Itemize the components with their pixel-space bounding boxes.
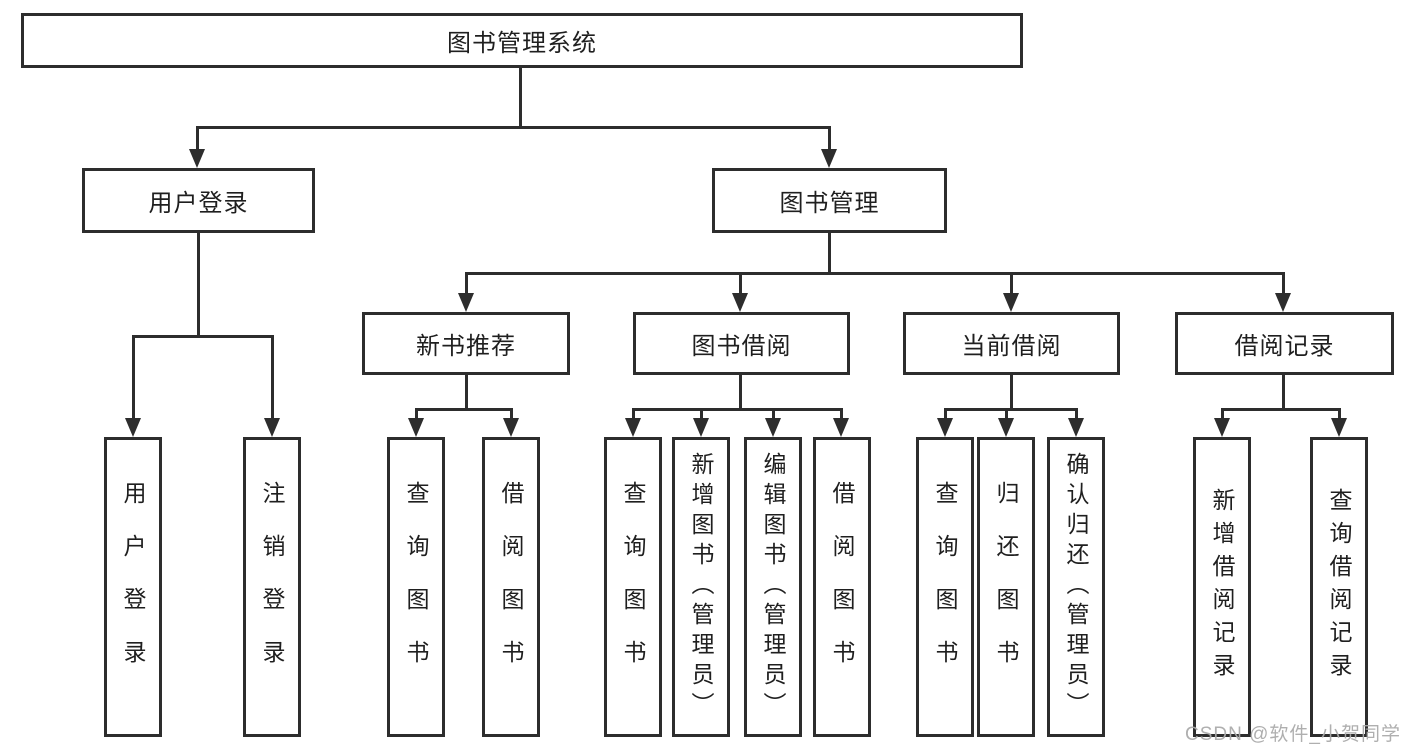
arrow-down-icon <box>821 149 837 168</box>
connector-line <box>632 408 842 411</box>
connector-line <box>772 408 775 424</box>
connector-line <box>519 68 522 128</box>
arrow-down-icon <box>765 418 781 437</box>
node-library-management-system: 图书管理系统 <box>21 13 1023 68</box>
connector-line <box>1221 408 1224 424</box>
arrow-down-icon <box>833 418 849 437</box>
leaf-bb-add-books-admin: 新增图书（管理员） <box>672 437 730 737</box>
node-current-borrowing: 当前借阅 <box>903 312 1120 375</box>
leaf-br-query-borrow-record: 查询借阅记录 <box>1310 437 1368 737</box>
connector-line <box>632 408 635 424</box>
arrow-down-icon <box>693 418 709 437</box>
leaf-cb-return-books: 归还图书 <box>977 437 1035 737</box>
leaf-user-login: 用户登录 <box>104 437 162 737</box>
connector-line <box>197 233 200 338</box>
leaf-cb-confirm-return-admin: 确认归还（管理员） <box>1047 437 1105 737</box>
connector-line <box>415 408 513 411</box>
connector-line <box>1221 408 1341 411</box>
leaf-cb-query-books: 查询图书 <box>916 437 974 737</box>
arrow-down-icon <box>125 418 141 437</box>
node-borrowing-records: 借阅记录 <box>1175 312 1394 375</box>
connector-line <box>828 233 831 275</box>
connector-line <box>196 126 831 129</box>
arrow-down-icon <box>937 418 953 437</box>
arrow-down-icon <box>1068 418 1084 437</box>
arrow-down-icon <box>1214 418 1230 437</box>
arrow-down-icon <box>1275 293 1291 312</box>
connector-line <box>1282 272 1285 297</box>
connector-line <box>465 272 468 297</box>
connector-line <box>1005 408 1008 424</box>
arrow-down-icon <box>264 418 280 437</box>
connector-line <box>1075 408 1078 424</box>
connector-line <box>196 126 199 156</box>
node-new-book-recommend: 新书推荐 <box>362 312 570 375</box>
arrow-down-icon <box>1003 293 1019 312</box>
watermark: CSDN @软件_小贺同学 <box>1185 724 1401 745</box>
connector-line <box>510 408 513 424</box>
connector-line <box>1010 375 1013 411</box>
arrow-down-icon <box>189 149 205 168</box>
arrow-down-icon <box>1331 418 1347 437</box>
leaf-logout: 注销登录 <box>243 437 301 737</box>
arrow-down-icon <box>503 418 519 437</box>
connector-line <box>1338 408 1341 424</box>
connector-line <box>1282 375 1285 411</box>
connector-line <box>465 272 1285 275</box>
node-book-management: 图书管理 <box>712 168 947 233</box>
leaf-br-add-borrow-record: 新增借阅记录 <box>1193 437 1251 737</box>
connector-line <box>944 408 947 424</box>
connector-line <box>132 335 274 338</box>
connector-line <box>700 408 703 424</box>
leaf-bb-query-books: 查询图书 <box>604 437 662 737</box>
arrow-down-icon <box>458 293 474 312</box>
connector-line <box>132 335 135 427</box>
connector-line <box>271 335 274 427</box>
connector-line <box>1010 272 1013 297</box>
arrow-down-icon <box>408 418 424 437</box>
connector-line <box>465 375 468 411</box>
node-book-borrowing: 图书借阅 <box>633 312 850 375</box>
arrow-down-icon <box>998 418 1014 437</box>
connector-line <box>944 408 1077 411</box>
leaf-nb-query-books: 查询图书 <box>387 437 445 737</box>
connector-line <box>828 126 831 156</box>
node-user-login: 用户登录 <box>82 168 315 233</box>
connector-line <box>739 375 742 411</box>
arrow-down-icon <box>732 293 748 312</box>
leaf-bb-edit-books-admin: 编辑图书（管理员） <box>744 437 802 737</box>
leaf-bb-borrow-books: 借阅图书 <box>813 437 871 737</box>
connector-line <box>739 272 742 297</box>
connector-line <box>415 408 418 424</box>
arrow-down-icon <box>625 418 641 437</box>
leaf-nb-borrow-books: 借阅图书 <box>482 437 540 737</box>
connector-line <box>840 408 843 424</box>
